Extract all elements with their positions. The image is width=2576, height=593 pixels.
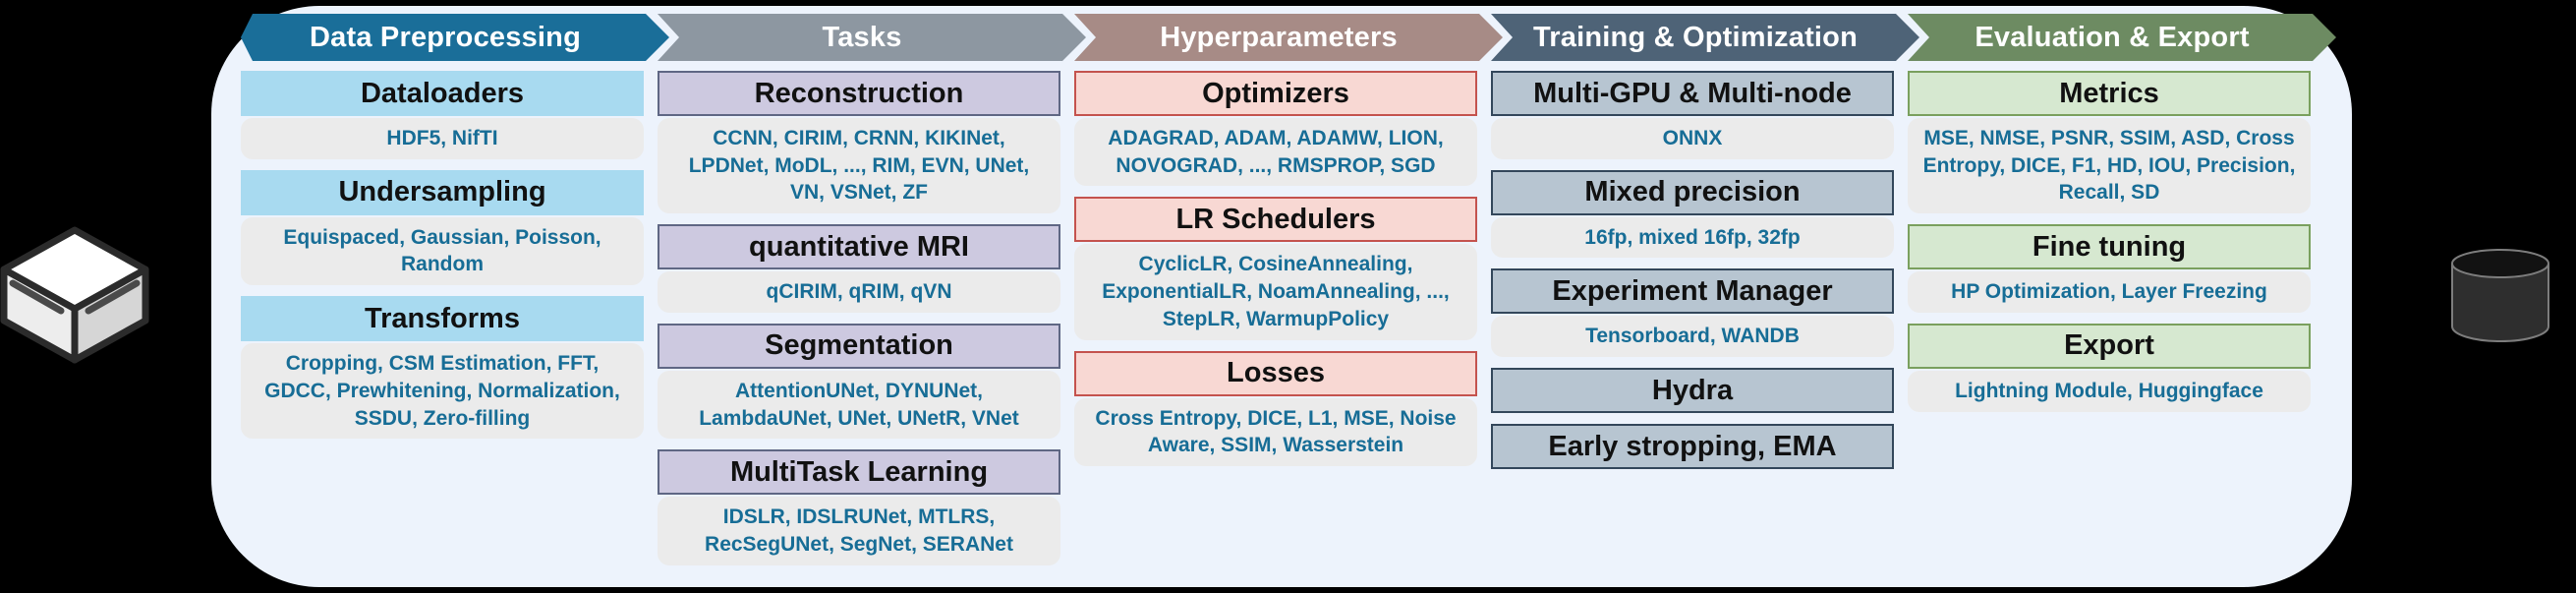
section-title: Metrics [2059, 77, 2159, 109]
section-title: Multi-GPU & Multi-node [1533, 77, 1852, 109]
section-items: Lightning Module, Huggingface [1908, 370, 2311, 412]
section-title: Hydra [1651, 374, 1734, 406]
section-training-optimization-4: Early stropping, EMA [1491, 424, 1894, 470]
section-items: IDSLR, IDSLRUNet, MTLRS, RecSegUNet, Seg… [658, 497, 1060, 565]
stage-header-row: Data Preprocessing Tasks Hyperparameters Tr… [241, 14, 2317, 61]
section-title: Reconstruction [754, 77, 964, 109]
section-evaluation-export-1: Fine tuning HP Optimization, Layer Freezi… [1908, 224, 2311, 313]
section-title-band: LR Schedulers [1074, 197, 1477, 243]
section-title-band: Reconstruction [658, 71, 1060, 116]
stage-header-label: Tasks [822, 21, 902, 53]
section-title: Dataloaders [360, 77, 524, 109]
section-title: Undersampling [338, 176, 546, 208]
section-title-band: Hydra [1491, 368, 1894, 414]
section-items: Tensorboard, WANDB [1491, 316, 1894, 358]
section-title: Mixed precision [1584, 176, 1801, 208]
section-title-band: Segmentation [658, 323, 1060, 369]
section-title-band: Experiment Manager [1491, 268, 1894, 315]
section-items: ADAGRAD, ADAM, ADAMW, LION, NOVOGRAD, ..… [1074, 118, 1477, 187]
scanner-box-icon [0, 226, 149, 364]
section-tasks-1: quantitative MRI qCIRIM, qRIM, qVN [658, 224, 1060, 313]
section-items: Cropping, CSM Estimation, FFT, GDCC, Pre… [241, 343, 644, 440]
section-items: AttentionUNet, DYNUNet, LambdaUNet, UNet… [658, 370, 1060, 440]
section-title: Optimizers [1202, 77, 1349, 109]
section-title-band: MultiTask Learning [658, 449, 1060, 496]
stage-header-training-optimization: Training & Optimization [1491, 14, 1919, 61]
stage-header-hyperparameters: Hyperparameters [1074, 14, 1503, 61]
section-title: Early stropping, EMA [1548, 430, 1837, 462]
section-title-band: Optimizers [1074, 71, 1477, 116]
database-cylinder-icon [2451, 249, 2549, 342]
section-title: Transforms [365, 302, 520, 334]
section-title-band: Early stropping, EMA [1491, 424, 1894, 470]
section-title: Segmentation [765, 329, 953, 362]
section-title-band: Transforms [241, 296, 644, 342]
stage-header-data-preprocessing: Data Preprocessing [241, 14, 669, 61]
section-title-band: quantitative MRI [658, 224, 1060, 270]
section-title-band: Multi-GPU & Multi-node [1491, 71, 1894, 116]
section-title: quantitative MRI [749, 230, 969, 263]
stage-header-label: Training & Optimization [1532, 21, 1859, 53]
section-items: ONNX [1491, 118, 1894, 159]
section-title: Fine tuning [2032, 230, 2187, 263]
stage-header-label: Evaluation & Export [1975, 21, 2250, 53]
section-items: HP Optimization, Layer Freezing [1908, 271, 2311, 313]
section-title: Export [2064, 329, 2154, 362]
section-items: Equispaced, Gaussian, Poisson, Random [241, 216, 644, 286]
section-title: LR Schedulers [1175, 203, 1376, 235]
section-training-optimization-3: Hydra [1491, 368, 1894, 414]
section-title-band: Metrics [1908, 71, 2311, 116]
section-items: HDF5, NifTI [241, 118, 644, 159]
section-title: Losses [1227, 357, 1325, 389]
section-title-band: Undersampling [241, 169, 644, 215]
section-items: Cross Entropy, DICE, L1, MSE, Noise Awar… [1074, 397, 1477, 467]
section-items: CCNN, CIRIM, CRNN, KIKINet, LPDNet, MoDL… [658, 118, 1060, 214]
stage-header-label: Data Preprocessing [310, 21, 581, 53]
section-items: qCIRIM, qRIM, qVN [658, 271, 1060, 313]
section-items: MSE, NMSE, PSNR, SSIM, ASD, Cross Entrop… [1908, 118, 2311, 214]
section-title-band: Mixed precision [1491, 169, 1894, 215]
stage-header-evaluation-export: Evaluation & Export [1908, 14, 2336, 61]
section-title: MultiTask Learning [729, 455, 989, 488]
stage-header-tasks: Tasks [658, 14, 1086, 61]
section-items: CyclicLR, CosineAnnealing, ExponentialLR… [1074, 244, 1477, 340]
section-title-band: Losses [1074, 350, 1477, 396]
section-title: Experiment Manager [1552, 274, 1833, 307]
stage-header-label: Hyperparameters [1160, 21, 1398, 53]
section-title-band: Fine tuning [1908, 224, 2311, 270]
section-items: 16fp, mixed 16fp, 32fp [1491, 216, 1894, 259]
section-title-band: Dataloaders [241, 71, 644, 116]
section-training-optimization-1: Mixed precision 16fp, mixed 16fp, 32fp [1491, 169, 1894, 259]
section-title-band: Export [1908, 323, 2311, 369]
